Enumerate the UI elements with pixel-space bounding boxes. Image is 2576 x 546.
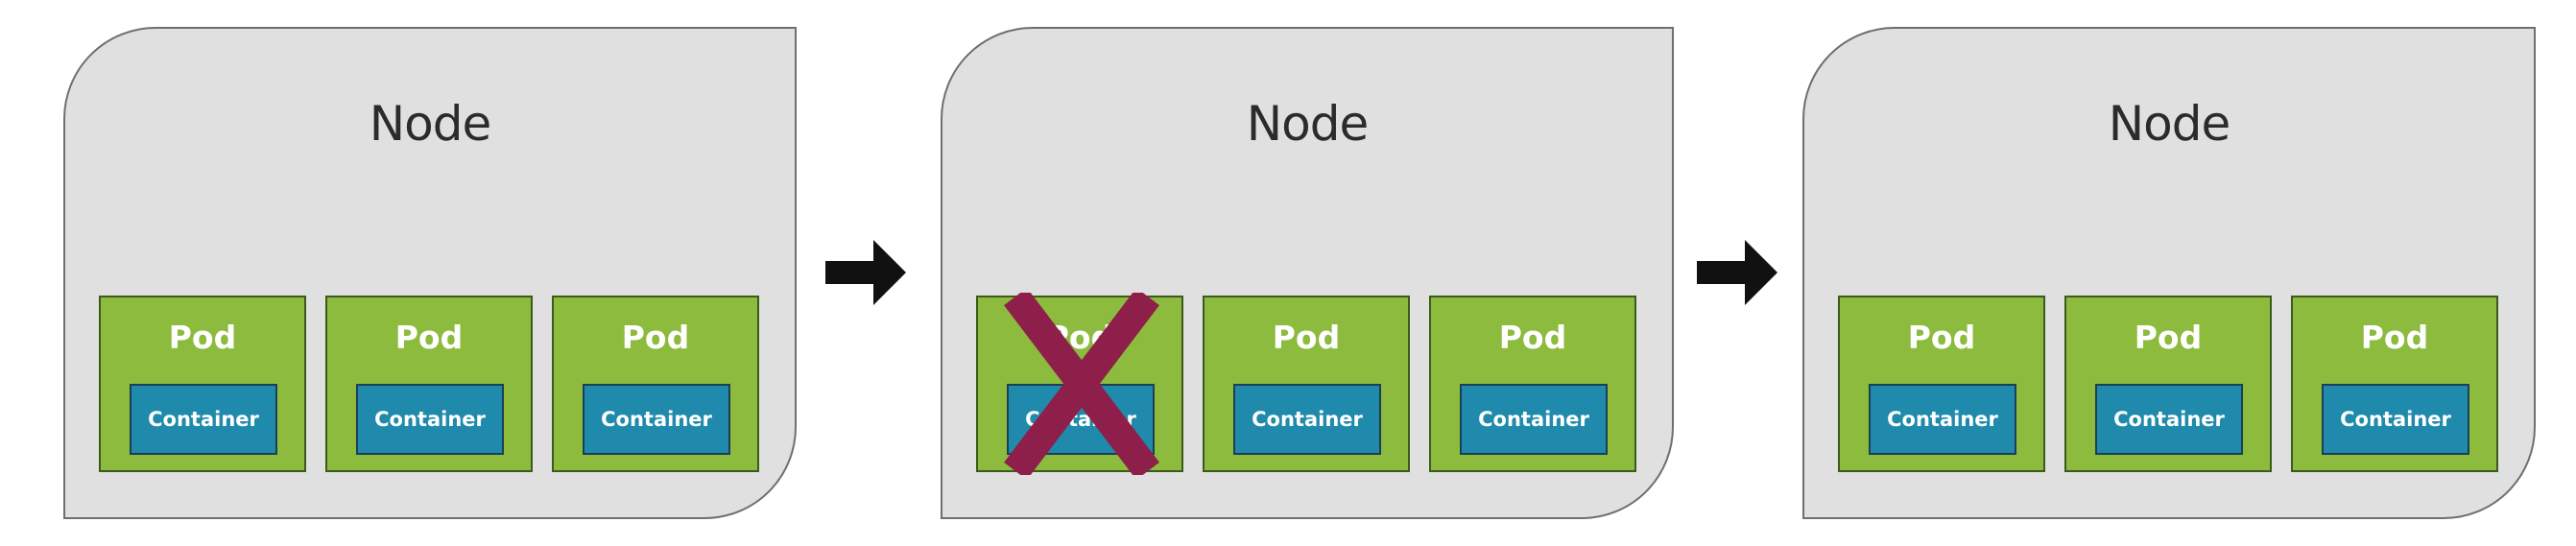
pod: Pod Container xyxy=(1838,296,2045,472)
container: Container xyxy=(130,384,277,455)
node-label: Node xyxy=(1246,96,1370,152)
pod-row: Pod Container Pod Container Pod Containe… xyxy=(976,296,1648,472)
pod-label: Pod xyxy=(2360,319,2429,356)
pod: Pod Container xyxy=(325,296,533,472)
container: Container xyxy=(1869,384,2016,455)
pod-failed: Pod Container xyxy=(976,296,1183,472)
container-label: Container xyxy=(2340,408,2451,431)
pod: Pod Container xyxy=(552,296,759,472)
pod-label: Pod xyxy=(1907,319,1976,356)
pod-label: Pod xyxy=(1272,319,1341,356)
node-2: Node Pod Container Pod Container Pod Con… xyxy=(941,27,1674,519)
node-3: Node Pod Container Pod Container Pod Con… xyxy=(1802,27,2536,519)
container-label: Container xyxy=(374,408,486,431)
container-label: Container xyxy=(1252,408,1363,431)
container: Container xyxy=(2095,384,2243,455)
pod-label: Pod xyxy=(1045,319,1114,356)
node-1: Node Pod Container Pod Container Pod Con… xyxy=(63,27,797,519)
arrow-right-icon xyxy=(1697,240,1777,305)
pod-row: Pod Container Pod Container Pod Containe… xyxy=(1838,296,2510,472)
node-label: Node xyxy=(369,96,492,152)
pod: Pod Container xyxy=(2291,296,2498,472)
container: Container xyxy=(583,384,730,455)
pod-label: Pod xyxy=(394,319,464,356)
pod-label: Pod xyxy=(2134,319,2203,356)
container-label: Container xyxy=(2113,408,2225,431)
container-label: Container xyxy=(148,408,259,431)
pod: Pod Container xyxy=(2064,296,2272,472)
pod: Pod Container xyxy=(99,296,306,472)
node-label: Node xyxy=(2108,96,2231,152)
pod-label: Pod xyxy=(1498,319,1567,356)
pod: Pod Container xyxy=(1203,296,1410,472)
container-label: Container xyxy=(601,408,712,431)
pod: Pod Container xyxy=(1429,296,1636,472)
pod-label: Pod xyxy=(168,319,237,356)
container: Container xyxy=(356,384,504,455)
pod-row: Pod Container Pod Container Pod Containe… xyxy=(99,296,771,472)
container-label: Container xyxy=(1478,408,1589,431)
container: Container xyxy=(2322,384,2469,455)
container: Container xyxy=(1460,384,1608,455)
container-label: Container xyxy=(1887,408,1998,431)
container-label: Container xyxy=(1025,408,1136,431)
arrow-right-icon xyxy=(825,240,906,305)
container: Container xyxy=(1007,384,1155,455)
container: Container xyxy=(1233,384,1381,455)
pod-label: Pod xyxy=(621,319,690,356)
